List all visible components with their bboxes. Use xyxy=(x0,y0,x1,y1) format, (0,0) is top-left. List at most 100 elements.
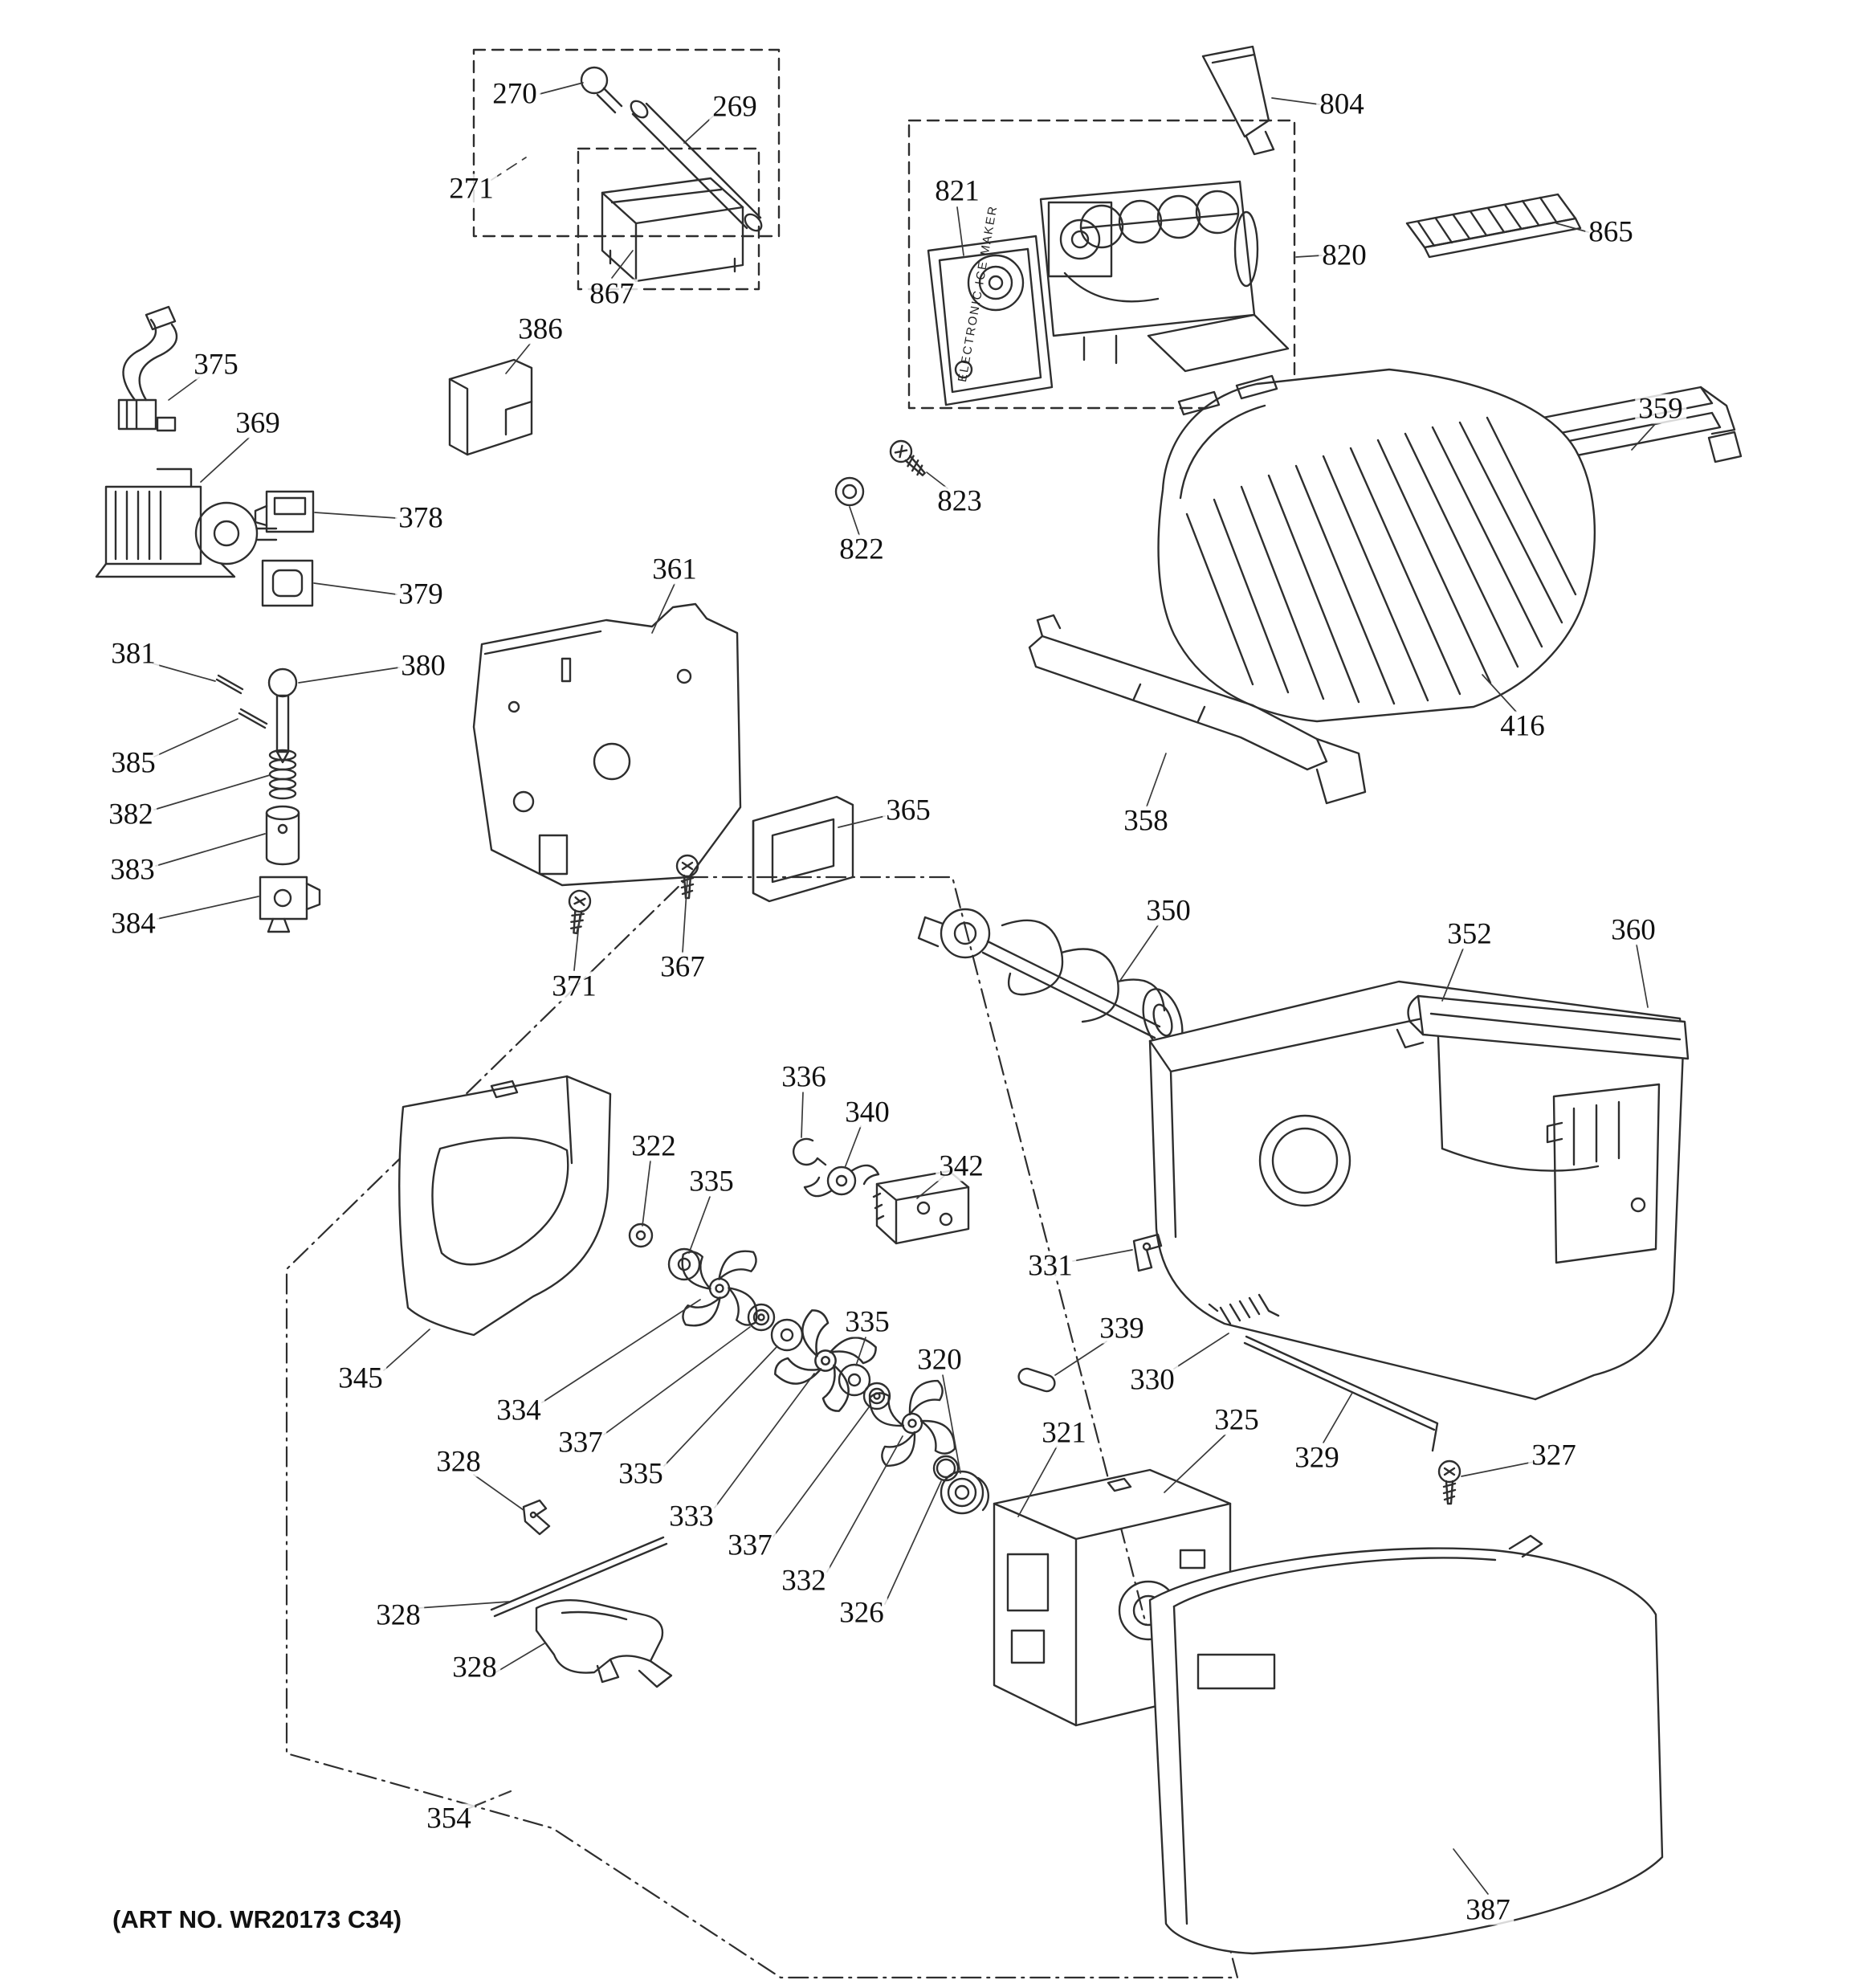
part-382-spring xyxy=(268,749,297,800)
part-328-clip xyxy=(522,1499,551,1536)
part-331-clip xyxy=(1132,1233,1163,1272)
part-label-328: 328 xyxy=(373,1600,424,1631)
part-label-865: 865 xyxy=(1585,217,1637,247)
part-352-ice-bucket xyxy=(1148,980,1685,1401)
part-385-pin xyxy=(238,708,268,729)
part-369-auger-motor xyxy=(95,467,278,578)
part-label-369: 369 xyxy=(232,408,283,439)
part-804-bracket xyxy=(1201,45,1275,156)
part-379-valve-block xyxy=(261,559,314,607)
part-label-380: 380 xyxy=(397,651,449,681)
part-label-867: 867 xyxy=(586,279,638,309)
art-number: (ART NO. WR20173 C34) xyxy=(112,1905,402,1933)
part-label-330: 330 xyxy=(1127,1365,1178,1395)
part-label-325: 325 xyxy=(1211,1405,1262,1435)
part-label-340: 340 xyxy=(842,1097,893,1128)
part-label-337: 337 xyxy=(724,1530,776,1561)
part-label-382: 382 xyxy=(105,799,157,830)
part-326-ring xyxy=(932,1455,960,1482)
part-label-327: 327 xyxy=(1528,1440,1580,1471)
part-375-wire-harness xyxy=(117,305,178,432)
part-label-350: 350 xyxy=(1143,896,1194,926)
part-label-334: 334 xyxy=(493,1395,544,1426)
part-322-washer xyxy=(628,1223,654,1248)
part-label-333: 333 xyxy=(666,1501,717,1532)
part-360-tray xyxy=(1407,994,1690,1060)
part-label-270: 270 xyxy=(489,79,540,109)
part-361-support-bracket xyxy=(472,602,742,887)
part-label-387: 387 xyxy=(1462,1895,1514,1925)
part-358-bracket xyxy=(1028,614,1367,805)
part-label-332: 332 xyxy=(778,1565,830,1596)
part-label-823: 823 xyxy=(934,486,985,516)
part-821-front-cover xyxy=(927,235,1054,406)
crusher-region-boundary xyxy=(285,876,1239,1979)
part-384-valve-body xyxy=(259,876,321,933)
part-340-cam xyxy=(803,1164,880,1198)
part-label-358: 358 xyxy=(1120,806,1172,836)
part-337-bearing xyxy=(747,1303,776,1332)
part-label-383: 383 xyxy=(107,855,158,885)
part-label-335: 335 xyxy=(686,1166,737,1197)
part-label-820: 820 xyxy=(1319,240,1370,271)
part-label-320: 320 xyxy=(914,1345,965,1375)
part-label-385: 385 xyxy=(108,748,159,778)
part-label-352: 352 xyxy=(1444,919,1495,949)
ice-maker-dashed-box xyxy=(907,119,1296,410)
part-label-335: 335 xyxy=(615,1459,667,1489)
part-label-337: 337 xyxy=(555,1427,606,1458)
part-label-822: 822 xyxy=(836,534,887,565)
part-label-375: 375 xyxy=(190,349,242,380)
part-386-cover xyxy=(448,358,533,456)
part-label-381: 381 xyxy=(108,639,159,669)
part-381-pin xyxy=(215,674,244,695)
part-label-821: 821 xyxy=(932,176,983,206)
part-label-345: 345 xyxy=(335,1363,386,1394)
part-335-washer xyxy=(770,1318,804,1352)
part-label-339: 339 xyxy=(1096,1313,1148,1344)
part-label-384: 384 xyxy=(108,908,159,939)
part-label-360: 360 xyxy=(1608,915,1659,945)
part-label-328: 328 xyxy=(433,1447,484,1477)
part-label-322: 322 xyxy=(628,1131,679,1161)
part-label-416: 416 xyxy=(1497,711,1548,741)
part-320-coupling xyxy=(940,1470,989,1515)
part-label-321: 321 xyxy=(1038,1418,1090,1448)
part-label-331: 331 xyxy=(1025,1251,1076,1281)
part-label-342: 342 xyxy=(936,1151,987,1182)
part-label-271: 271 xyxy=(446,173,497,204)
part-383-piston xyxy=(265,805,300,866)
part-327-screw xyxy=(1437,1459,1461,1505)
part-865-grille xyxy=(1405,193,1582,259)
part-378-solenoid xyxy=(254,490,315,533)
part-label-328: 328 xyxy=(449,1652,500,1683)
part-380-plunger xyxy=(267,667,298,764)
part-328-lever xyxy=(535,1599,673,1688)
part-339-pin xyxy=(1017,1367,1056,1393)
part-label-804: 804 xyxy=(1316,89,1368,120)
part-337-bearing xyxy=(862,1382,891,1410)
part-330-spring xyxy=(1208,1293,1280,1325)
part-label-365: 365 xyxy=(883,795,934,826)
part-328-rod xyxy=(490,1536,668,1618)
part-329-wire-rod xyxy=(1243,1335,1439,1452)
part-label-386: 386 xyxy=(515,314,566,345)
part-label-378: 378 xyxy=(395,503,446,533)
part-822-grommet xyxy=(834,476,865,507)
part-label-367: 367 xyxy=(657,952,708,982)
part-416-shelf xyxy=(1157,368,1596,723)
part-label-269: 269 xyxy=(709,92,760,122)
part-label-326: 326 xyxy=(836,1598,887,1628)
part-label-354: 354 xyxy=(423,1803,475,1834)
part-label-359: 359 xyxy=(1635,394,1686,424)
part-387-cover xyxy=(1148,1534,1664,1955)
leader-lines xyxy=(152,82,1657,1895)
part-label-335: 335 xyxy=(842,1307,893,1337)
part-270-clip xyxy=(580,66,623,114)
part-label-371: 371 xyxy=(548,971,600,1002)
part-820-ice-maker xyxy=(1039,180,1290,373)
part-label-329: 329 xyxy=(1291,1443,1343,1473)
part-867-tray xyxy=(601,177,744,283)
part-350-auger xyxy=(917,908,1184,1052)
